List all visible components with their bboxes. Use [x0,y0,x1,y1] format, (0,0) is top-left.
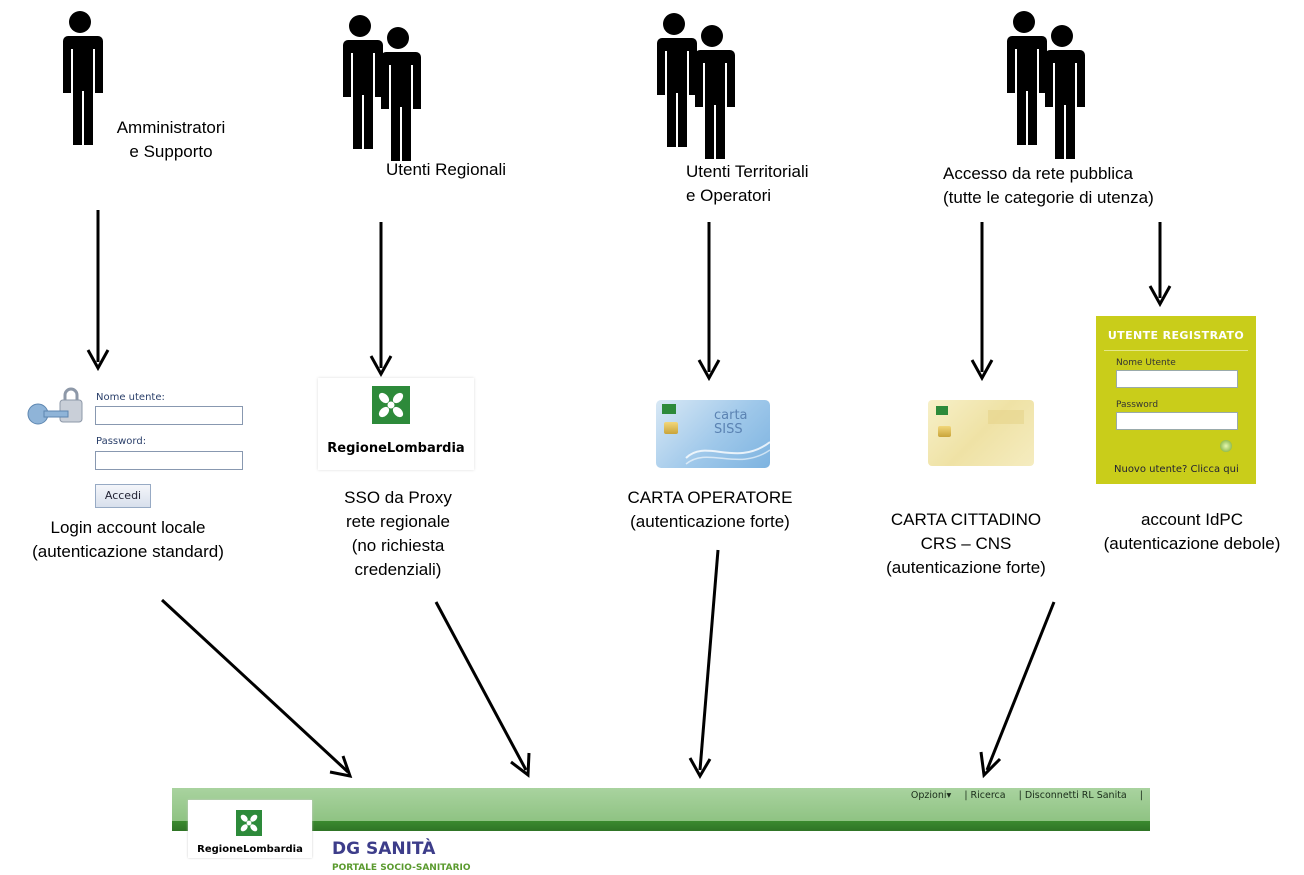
username-label: Nome utente: [96,392,165,403]
portal-top-links: Opzioni▾ | Ricerca | Disconnetti RL Sani… [906,790,1148,801]
arrow-card-to-portal [698,549,720,771]
portal-subtitle: PORTALE SOCIO-SANITARIO [332,863,471,873]
portal-logo-text: RegioneLombardia [197,844,303,855]
options-menu-link[interactable]: Opzioni▾ [910,790,952,801]
portal-green-band [172,821,1150,831]
arrow-sso-to-portal [434,601,528,771]
card-word-siss: SISS [714,422,743,437]
arrow-crs-to-portal [985,601,1056,771]
portal-title: DG SANITÀ [332,839,436,859]
disconnect-link[interactable]: | Disconnetti RL Sanita [1018,790,1127,801]
card-logo-mark [936,406,948,415]
single-person-icon [62,11,103,145]
method-label-idpc: account IdPC(autenticazione debole) [1103,510,1281,553]
key-lock-icon [27,387,83,425]
smartcard-chip-icon [664,422,678,434]
username-field[interactable] [95,406,243,425]
submit-go-icon[interactable] [1220,440,1232,452]
idpc-password-field[interactable] [1116,412,1238,430]
regione-lombardia-logo: RegioneLombardia [318,378,474,470]
new-user-link[interactable]: Nuovo utente? Clicca qui [1114,464,1239,475]
local-login-form: Nome utente: Password: Accedi [22,378,244,508]
idpc-username-label: Nome Utente [1116,358,1176,368]
card-word-carta: carta [714,408,748,423]
arrow-login-to-portal [160,598,350,774]
portal-header: Opzioni▾ | Ricerca | Disconnetti RL Sani… [172,788,1150,875]
divider [1104,350,1248,351]
group-people-icon [342,15,421,161]
regione-logo-text: RegioneLombardia [327,441,465,456]
portal-regione-logo[interactable]: RegioneLombardia [188,800,312,858]
registered-user-panel: UTENTE REGISTRATO Nome Utente Password N… [1096,316,1256,484]
accedi-button[interactable]: Accedi [95,484,151,508]
method-label-local-login: Login account locale(autenticazione stan… [32,518,224,561]
password-field[interactable] [95,451,243,470]
actor-label-public-access: Accesso da rete pubblica(tutte le catego… [943,164,1154,207]
search-link[interactable]: | Ricerca [964,790,1006,801]
card-wave-decoration [685,441,770,465]
link-separator: | [1139,790,1143,801]
regione-logo-mark [236,810,262,836]
method-label-carta-operatore: CARTA OPERATORE(autenticazione forte) [627,488,793,531]
smartcard-chip-icon [938,426,951,437]
group-people-icon [1006,11,1085,159]
carta-cittadino-card [928,400,1034,466]
carta-operatore-card: carta SISS [656,400,770,468]
idpc-username-field[interactable] [1116,370,1238,388]
card-decoration [988,410,1024,424]
registered-panel-title: UTENTE REGISTRATO [1107,329,1245,342]
idpc-password-label: Password [1116,400,1159,410]
card-logo-mark [662,404,676,414]
regione-logo-mark [372,386,410,424]
password-label: Password: [96,436,147,447]
portal-top-band [172,788,1150,821]
actor-label-regional-users: Utenti Regionali [385,160,506,179]
group-people-icon [656,13,735,159]
